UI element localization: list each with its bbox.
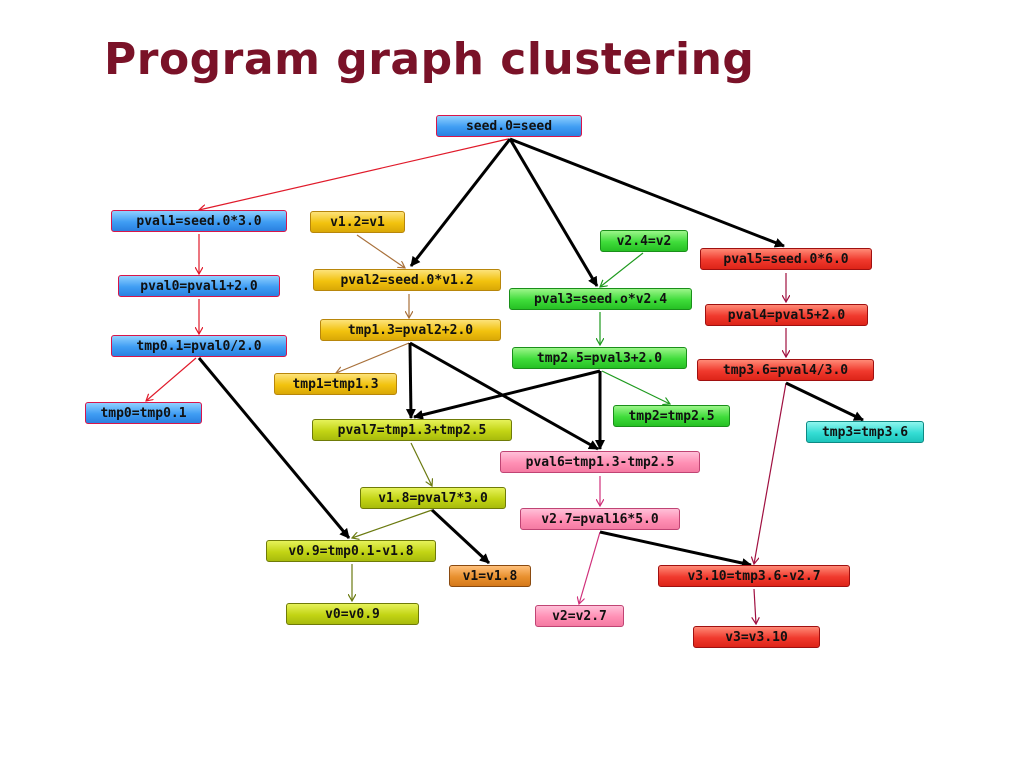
edge-v24-pval3 (600, 252, 644, 287)
node-v3: v3=v3.10 (693, 626, 820, 648)
edge-tmp13-tmp1 (336, 342, 410, 373)
edge-tmp13-pval7 (405, 342, 416, 419)
edge-v18-v09 (352, 509, 433, 538)
node-pval6: pval6=tmp1.3-tmp2.5 (500, 451, 700, 473)
node-v18: v1.8=pval7*3.0 (360, 487, 506, 509)
node-pval7: pval7=tmp1.3+tmp2.5 (312, 419, 512, 441)
node-v12: v1.2=v1 (310, 211, 405, 233)
edge-seed-pval5 (509, 137, 785, 248)
edge-pval7-v18 (410, 442, 432, 486)
edge-tmp01-v09 (197, 357, 351, 539)
node-tmp1: tmp1=tmp1.3 (274, 373, 397, 395)
node-v27: v2.7=pval16*5.0 (520, 508, 680, 530)
node-v2: v2=v2.7 (535, 605, 624, 627)
node-tmp2: tmp2=tmp2.5 (613, 405, 730, 427)
node-pval2: pval2=seed.0*v1.2 (313, 269, 501, 291)
node-v24: v2.4=v2 (600, 230, 688, 252)
node-tmp3: tmp3=tmp3.6 (806, 421, 924, 443)
node-pval3: pval3=seed.o*v2.4 (509, 288, 692, 310)
edge-tmp36-tmp3 (785, 381, 864, 422)
node-tmp0: tmp0=tmp0.1 (85, 402, 202, 424)
page-title: Program graph clustering (104, 34, 755, 85)
node-pval5: pval5=seed.0*6.0 (700, 248, 872, 270)
node-v310: v3.10=tmp3.6-v2.7 (658, 565, 850, 587)
node-pval0: pval0=pval1+2.0 (118, 275, 280, 297)
edge-v27-v310 (599, 530, 752, 568)
edge-v12-pval2 (356, 234, 405, 268)
edge-tmp01-tmp0 (146, 357, 197, 401)
node-tmp25: tmp2.5=pval3+2.0 (512, 347, 687, 369)
node-tmp36: tmp3.6=pval4/3.0 (697, 359, 874, 381)
edge-v18-v1 (430, 508, 491, 565)
edge-v27-v2 (579, 531, 601, 604)
node-seed: seed.0=seed (436, 115, 582, 137)
node-pval1: pval1=seed.0*3.0 (111, 210, 287, 232)
node-v09: v0.9=tmp0.1-v1.8 (266, 540, 436, 562)
node-tmp01: tmp0.1=pval0/2.0 (111, 335, 287, 357)
node-tmp13: tmp1.3=pval2+2.0 (320, 319, 501, 341)
edge-v310-v3 (754, 588, 756, 624)
edge-tmp36-v310 (754, 382, 787, 564)
edge-seed-pval2 (409, 138, 512, 267)
node-pval4: pval4=pval5+2.0 (705, 304, 868, 326)
edge-tmp25-tmp2 (601, 370, 670, 404)
edge-seed-pval1 (199, 138, 509, 210)
edge-tmp25-pval7 (413, 369, 601, 420)
node-v0: v0=v0.9 (286, 603, 419, 625)
edge-seed-pval3 (508, 138, 599, 287)
node-v1: v1=v1.8 (449, 565, 531, 587)
